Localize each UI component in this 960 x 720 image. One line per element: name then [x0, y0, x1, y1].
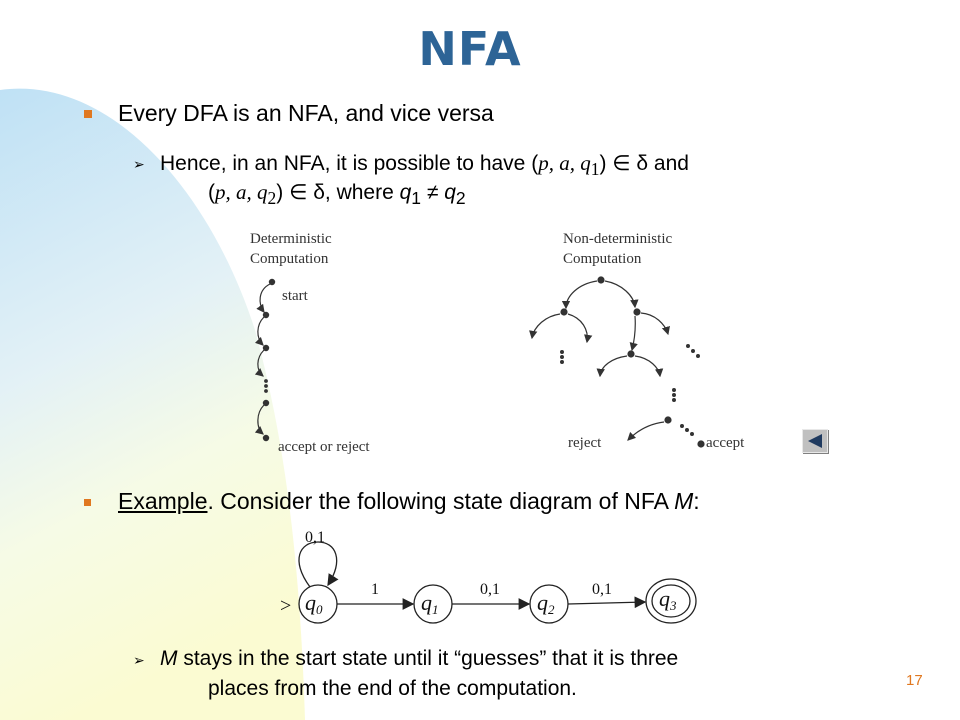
- sub-bullet-2-line-2: places from the end of the computation.: [208, 677, 577, 700]
- arrow-right-icon: ➢: [133, 156, 145, 172]
- sub-bullet-1-line-2: (p, a, q2) ∈ δ, where q1 ≠ q2: [208, 180, 466, 209]
- page-number: 17: [906, 672, 923, 689]
- nondeterministic-label: Non-deterministic Computation: [563, 231, 673, 267]
- square-bullet-icon: [84, 499, 91, 506]
- sub-bullet-2-line-1: M stays in the start state until it “gue…: [160, 647, 679, 670]
- back-triangle-icon: [808, 434, 822, 448]
- slide-title: NFA: [418, 22, 522, 76]
- nondet-reject-label: reject: [568, 435, 602, 451]
- edge-q2-q3: [567, 596, 647, 609]
- state-q3-label: q3: [659, 586, 677, 613]
- square-bullet-icon: [84, 110, 92, 118]
- deterministic-chain: [254, 278, 276, 442]
- arrow-right-icon: ➢: [133, 652, 145, 668]
- bullet-2-text: Example. Consider the following state di…: [118, 488, 700, 514]
- det-start-label: start: [282, 288, 308, 304]
- start-marker: >: [280, 595, 291, 617]
- nondet-accept-label: accept: [706, 435, 745, 451]
- sub-bullet-1-line-1: Hence, in an NFA, it is possible to have…: [160, 151, 689, 180]
- det-end-label: accept or reject: [278, 439, 370, 455]
- state-q2-label: q2: [537, 590, 555, 617]
- self-loop-label: 0,1: [305, 529, 325, 546]
- state-q0-label: q0: [305, 590, 323, 617]
- edge-label-3: 0,1: [592, 581, 612, 598]
- state-q1-label: q1: [421, 590, 439, 617]
- back-button[interactable]: [802, 429, 828, 453]
- deterministic-label: Deterministic Computation: [250, 231, 332, 267]
- state-q3-inner: [651, 584, 691, 618]
- self-loop-q0: [298, 541, 339, 588]
- nondeterministic-tree: [529, 276, 705, 448]
- bullet-1-text: Every DFA is an NFA, and vice versa: [118, 100, 494, 126]
- edge-label-2: 0,1: [480, 581, 500, 598]
- edge-label-1: 1: [371, 581, 379, 598]
